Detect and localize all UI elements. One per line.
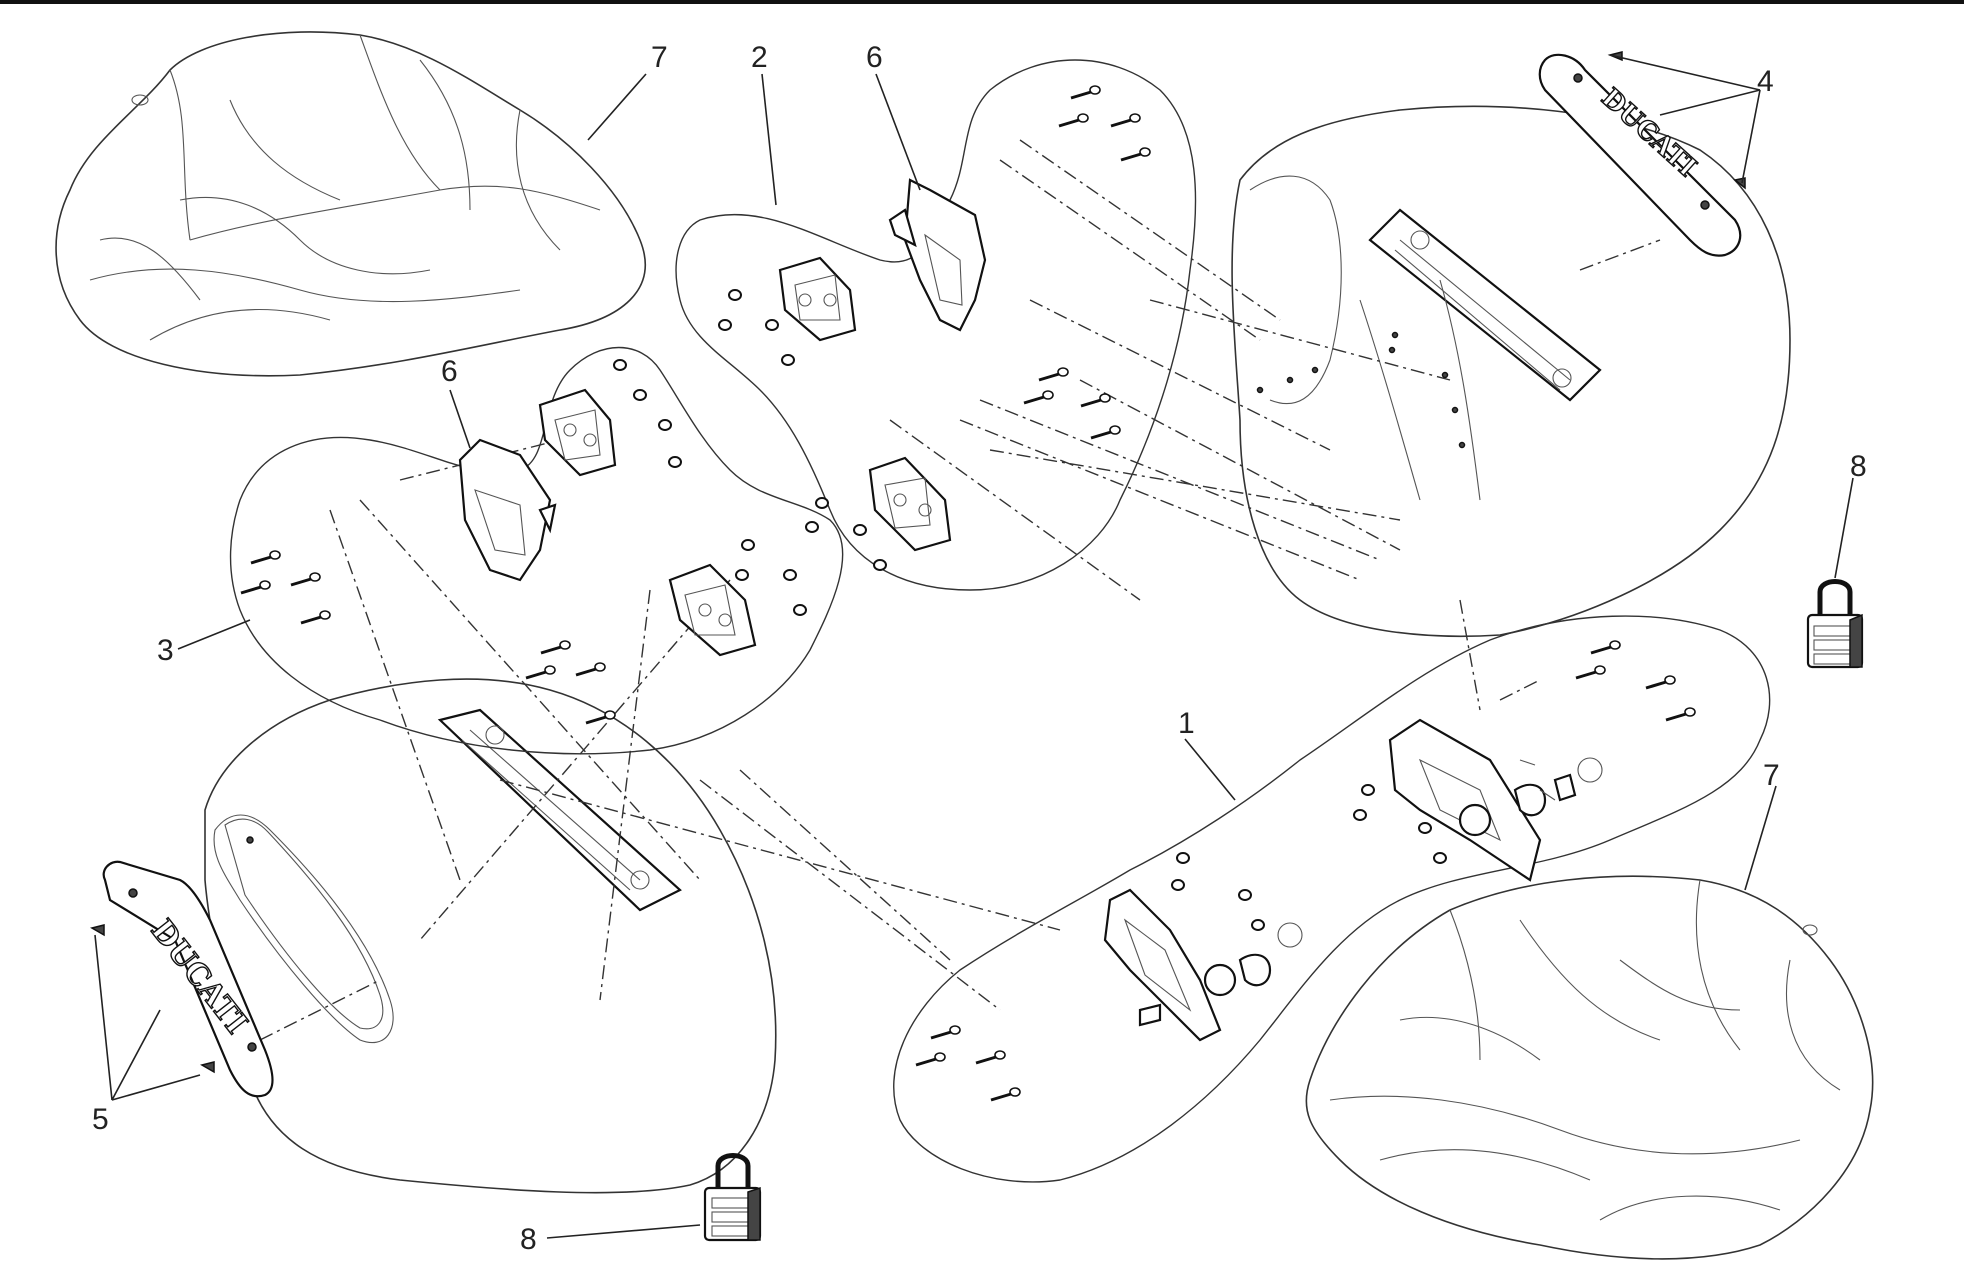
- screw-icon: [1058, 113, 1089, 128]
- screw-icon: [1110, 113, 1141, 128]
- rain-cover-top-left: [55, 31, 646, 377]
- rain-cover-bottom-right: [1305, 875, 1874, 1260]
- callout-2: 2: [751, 41, 768, 74]
- washer-icon: [728, 289, 742, 301]
- washer-icon: [1433, 852, 1447, 864]
- washer-icon: [815, 497, 829, 509]
- screw-icon: [1120, 147, 1151, 162]
- washer-icon: [1418, 822, 1432, 834]
- lock-assembly-left: [1103, 888, 1303, 1042]
- screw-icon: [1070, 85, 1101, 100]
- screw-icon: [930, 1025, 961, 1040]
- washer-icon: [1361, 784, 1375, 796]
- screw-icon: [575, 662, 606, 677]
- callout-7-top: 7: [651, 41, 668, 74]
- washer-icon: [1238, 889, 1252, 901]
- callout-4: 4: [1757, 65, 1774, 98]
- washer-icon: [1251, 919, 1265, 931]
- lock-assembly-right: [1388, 718, 1603, 882]
- callout-6-middle: 6: [441, 355, 458, 388]
- screw-icon: [1023, 390, 1054, 405]
- leader-lines: [94, 54, 1854, 1239]
- screw-icon: [1575, 665, 1606, 680]
- washer-icon: [741, 539, 755, 551]
- washer-icon: [613, 359, 627, 371]
- washer-icon: [1176, 852, 1190, 864]
- screw-icon: [525, 665, 556, 680]
- callout-5: 5: [92, 1103, 109, 1136]
- mounting-plate-6-upper: [888, 178, 987, 332]
- washer-icon: [668, 456, 682, 468]
- screw-icon: [585, 710, 616, 725]
- screw-icon: [540, 640, 571, 655]
- padlock-right: [1806, 579, 1864, 669]
- callout-7-bottom: 7: [1763, 759, 1780, 792]
- callouts: 7 2 6 4 6 8 3 1 7 5 8: [92, 41, 1867, 1256]
- washer-icon: [1353, 809, 1367, 821]
- saddlebag-right: [1231, 105, 1791, 637]
- screw-icon: [290, 572, 321, 587]
- callout-3: 3: [157, 634, 174, 667]
- screw-icon: [1645, 675, 1676, 690]
- assembly-lines: [259, 139, 1661, 1041]
- washer-icon: [783, 569, 797, 581]
- washer-icon: [735, 569, 749, 581]
- washer-icon: [873, 559, 887, 571]
- screw-icon: [1090, 425, 1121, 440]
- callout-8-right: 8: [1850, 450, 1867, 483]
- screw-icon: [250, 550, 281, 565]
- washer-icon: [781, 354, 795, 366]
- bracket-3-upper: [538, 388, 617, 477]
- washer-icon: [633, 389, 647, 401]
- screw-icon: [1038, 367, 1069, 382]
- callout-8-left: 8: [520, 1223, 537, 1256]
- screw-icon: [1665, 707, 1696, 722]
- washer-icon: [658, 419, 672, 431]
- washer-icon: [765, 319, 779, 331]
- washer-icon: [793, 604, 807, 616]
- screws: [240, 85, 1696, 1102]
- washer-icon: [718, 319, 732, 331]
- screw-icon: [990, 1087, 1021, 1102]
- washer-icon: [1171, 879, 1185, 891]
- screw-icon: [1590, 640, 1621, 655]
- padlock-left: [703, 1153, 762, 1242]
- screw-icon: [915, 1052, 946, 1067]
- callout-1: 1: [1178, 707, 1195, 740]
- saddlebag-left: [204, 678, 777, 1194]
- screw-icon: [240, 580, 271, 595]
- washer-icon: [805, 521, 819, 533]
- bracket-2-upper: [778, 256, 857, 342]
- mounting-plate-6-lower: [458, 438, 557, 582]
- bracket-3-lower: [668, 563, 757, 657]
- callout-6-top: 6: [866, 41, 883, 74]
- screw-icon: [300, 610, 331, 625]
- washer-icon: [853, 524, 867, 536]
- bracket-2-lower: [868, 456, 952, 552]
- screw-icon: [975, 1050, 1006, 1065]
- screw-icon: [1080, 393, 1111, 408]
